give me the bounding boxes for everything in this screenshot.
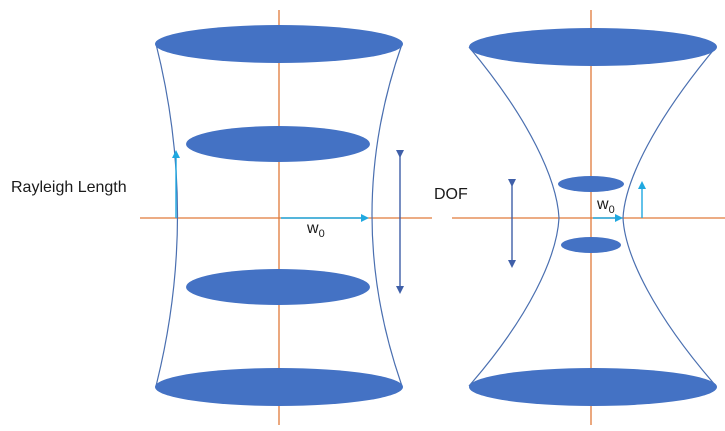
right-beam bbox=[452, 10, 725, 425]
left-beam-envelope-left bbox=[155, 43, 179, 387]
right-bottom-ellipse bbox=[469, 368, 717, 406]
right-upper-ellipse bbox=[558, 176, 624, 192]
right-lower-ellipse bbox=[561, 237, 621, 253]
left-waist-label: w0 bbox=[306, 220, 325, 240]
left-beam bbox=[140, 10, 432, 425]
right-beam-envelope-right bbox=[622, 46, 717, 387]
rayleigh-length-label: Rayleigh Length bbox=[11, 179, 127, 196]
left-upper-ellipse bbox=[186, 126, 370, 162]
right-top-ellipse bbox=[469, 28, 717, 66]
dof-label: DOF bbox=[434, 186, 468, 203]
right-beam-envelope-left bbox=[468, 46, 560, 387]
left-top-ellipse bbox=[155, 25, 403, 63]
right-waist-label: w0 bbox=[596, 196, 615, 216]
left-bottom-ellipse bbox=[155, 368, 403, 406]
left-lower-ellipse bbox=[186, 269, 370, 305]
left-beam-envelope-right bbox=[371, 43, 403, 387]
